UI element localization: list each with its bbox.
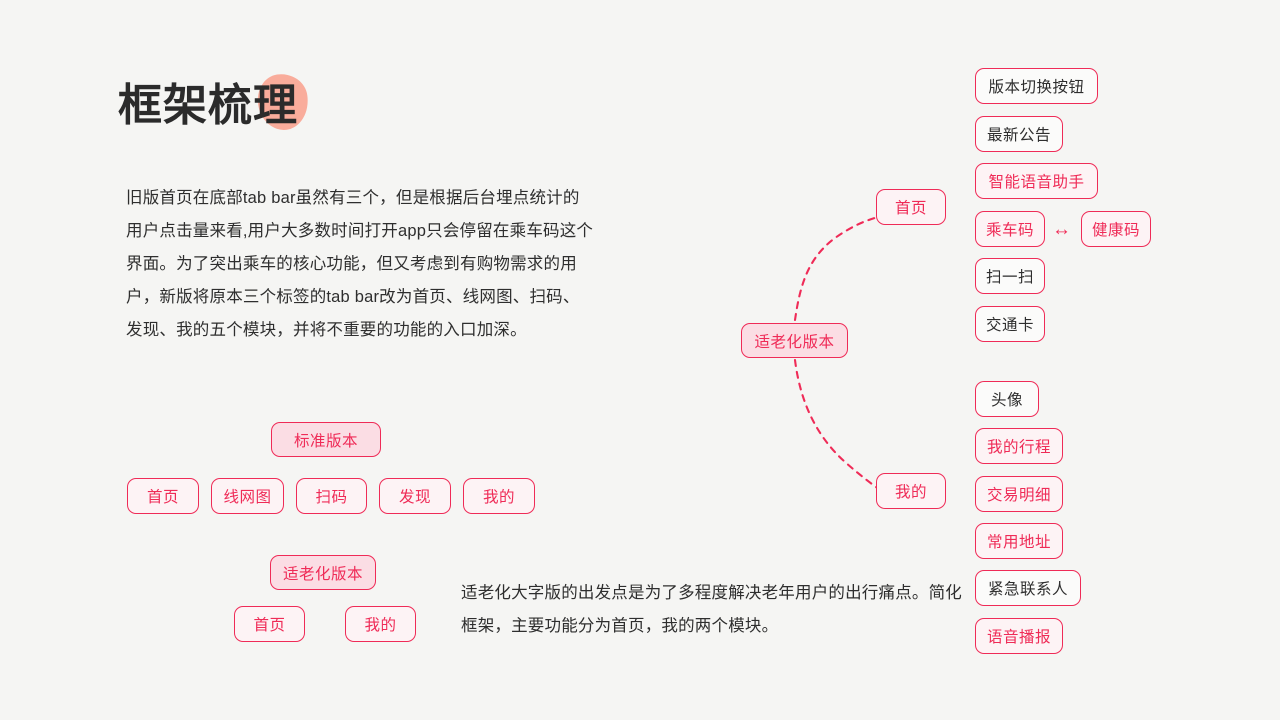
diagram-node-mine[interactable]: 我的 [876, 473, 946, 509]
intro-paragraph: 旧版首页在底部tab bar虽然有三个，但是根据后台埋点统计的用户点击量来看,用… [126, 189, 594, 339]
standard-tab-discover[interactable]: 发现 [379, 478, 451, 514]
page-title-text: 框架梳理 [118, 81, 298, 130]
home-child-health-code[interactable]: 健康码 [1081, 211, 1151, 247]
standard-tab-scan[interactable]: 扫码 [296, 478, 367, 514]
home-child-ride-code[interactable]: 乘车码 [975, 211, 1045, 247]
home-child-transit-card[interactable]: 交通卡 [975, 306, 1045, 342]
page-title: 框架梳理 [118, 70, 378, 148]
connector-root-to-mine [793, 358, 882, 492]
elder-tab-mine[interactable]: 我的 [345, 606, 416, 642]
standard-tab-linemap[interactable]: 线网图 [211, 478, 284, 514]
home-child-latest-notice[interactable]: 最新公告 [975, 116, 1063, 152]
elder-tab-home[interactable]: 首页 [234, 606, 305, 642]
bidirectional-arrow-icon: ↔ [1052, 219, 1071, 240]
elder-version-header[interactable]: 适老化版本 [270, 555, 376, 590]
standard-tab-home[interactable]: 首页 [127, 478, 199, 514]
diagram-node-home[interactable]: 首页 [876, 189, 946, 225]
mine-child-addresses[interactable]: 常用地址 [975, 523, 1063, 559]
home-child-version-switch[interactable]: 版本切换按钮 [975, 68, 1098, 104]
standard-version-header[interactable]: 标准版本 [271, 422, 381, 457]
connector-root-to-home [793, 215, 880, 322]
mine-child-transactions[interactable]: 交易明细 [975, 476, 1063, 512]
home-child-scan[interactable]: 扫一扫 [975, 258, 1045, 294]
mine-child-emergency-contact[interactable]: 紧急联系人 [975, 570, 1081, 606]
diagram-root-node[interactable]: 适老化版本 [741, 323, 848, 358]
elder-description-paragraph: 适老化大字版的出发点是为了多程度解决老年用户的出行痛点。简化框架，主要功能分为首… [461, 584, 962, 635]
standard-tab-mine[interactable]: 我的 [463, 478, 535, 514]
mine-child-avatar[interactable]: 头像 [975, 381, 1039, 417]
mine-child-my-trips[interactable]: 我的行程 [975, 428, 1063, 464]
mine-child-voice-broadcast[interactable]: 语音播报 [975, 618, 1063, 654]
home-child-voice-assistant[interactable]: 智能语音助手 [975, 163, 1098, 199]
